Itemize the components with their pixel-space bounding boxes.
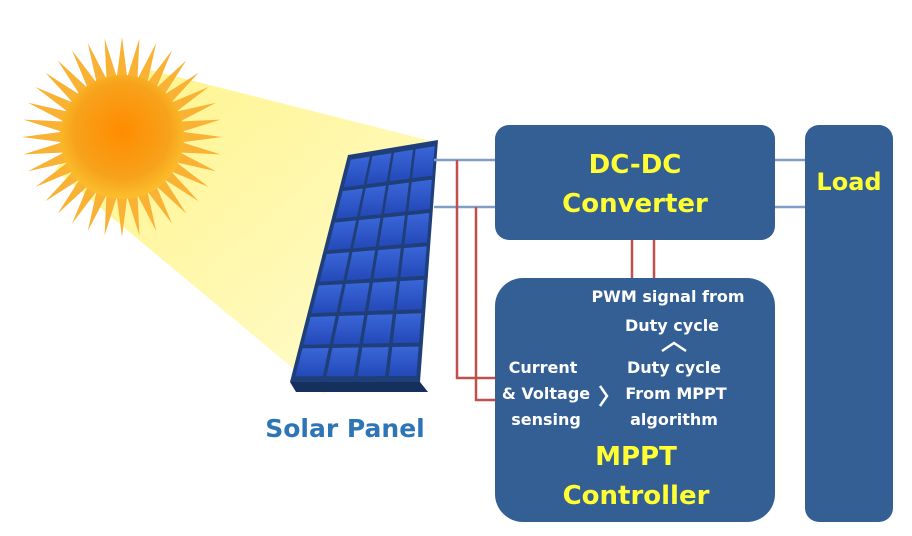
solar-cell [378,215,405,247]
load-box: Load [805,125,893,522]
pwm-signal-line1: PWM signal from [591,287,744,306]
solar-cell [412,146,435,179]
solar-cell [359,185,386,217]
solar-cell [311,284,343,314]
solar-cell [396,279,424,311]
solar-cell [368,281,397,312]
algo-line3: algorithm [630,410,718,429]
solar-cell [357,347,389,377]
algo-line1: Duty cycle [627,358,721,377]
solar-cell [319,252,350,282]
solar-cell [373,248,401,279]
solar-cell [303,316,336,345]
load-title: Load [816,168,881,196]
solar-cell [408,179,432,212]
chevron-right-icon [598,385,609,407]
converter-title-line1: DC-DC [589,150,682,180]
solar-cell [366,153,392,185]
solar-cell [363,314,393,344]
chevron-up-icon [661,341,687,353]
solar-cell [326,347,359,377]
converter-title-line2: Converter [562,189,708,219]
sense-line1: Current [509,358,578,377]
solar-cell [384,182,409,214]
solar-cell [404,213,430,245]
solar-cell [333,315,365,345]
controller-title-line1: MPPT [595,442,677,472]
solar-cell [343,156,370,188]
solar-panel-icon [290,140,438,392]
solar-panel-label: Solar Panel [265,414,425,443]
pwm-signal-line2: Duty cycle [625,316,719,335]
dc-dc-converter-box: DC-DC Converter [495,125,775,240]
algo-line2: From MPPT [625,384,726,403]
controller-title-line2: Controller [563,481,710,511]
solar-cell [335,188,363,219]
sense-line3: sensing [511,410,581,429]
solar-cell [388,346,419,376]
sense-line2: & Voltage [502,384,590,403]
solar-cell [392,313,422,344]
sensing-wires [455,160,656,402]
solar-cell [339,282,370,313]
solar-cell [353,218,381,249]
mppt-controller-box: PWM signal from Duty cycle Current & Vol… [495,278,775,522]
solar-cell [295,348,329,377]
solar-cell [327,220,357,251]
solar-cell [389,149,413,182]
solar-cell [400,246,427,278]
sun-icon [22,37,222,237]
solar-cell [346,250,376,281]
power-wires [434,158,805,209]
